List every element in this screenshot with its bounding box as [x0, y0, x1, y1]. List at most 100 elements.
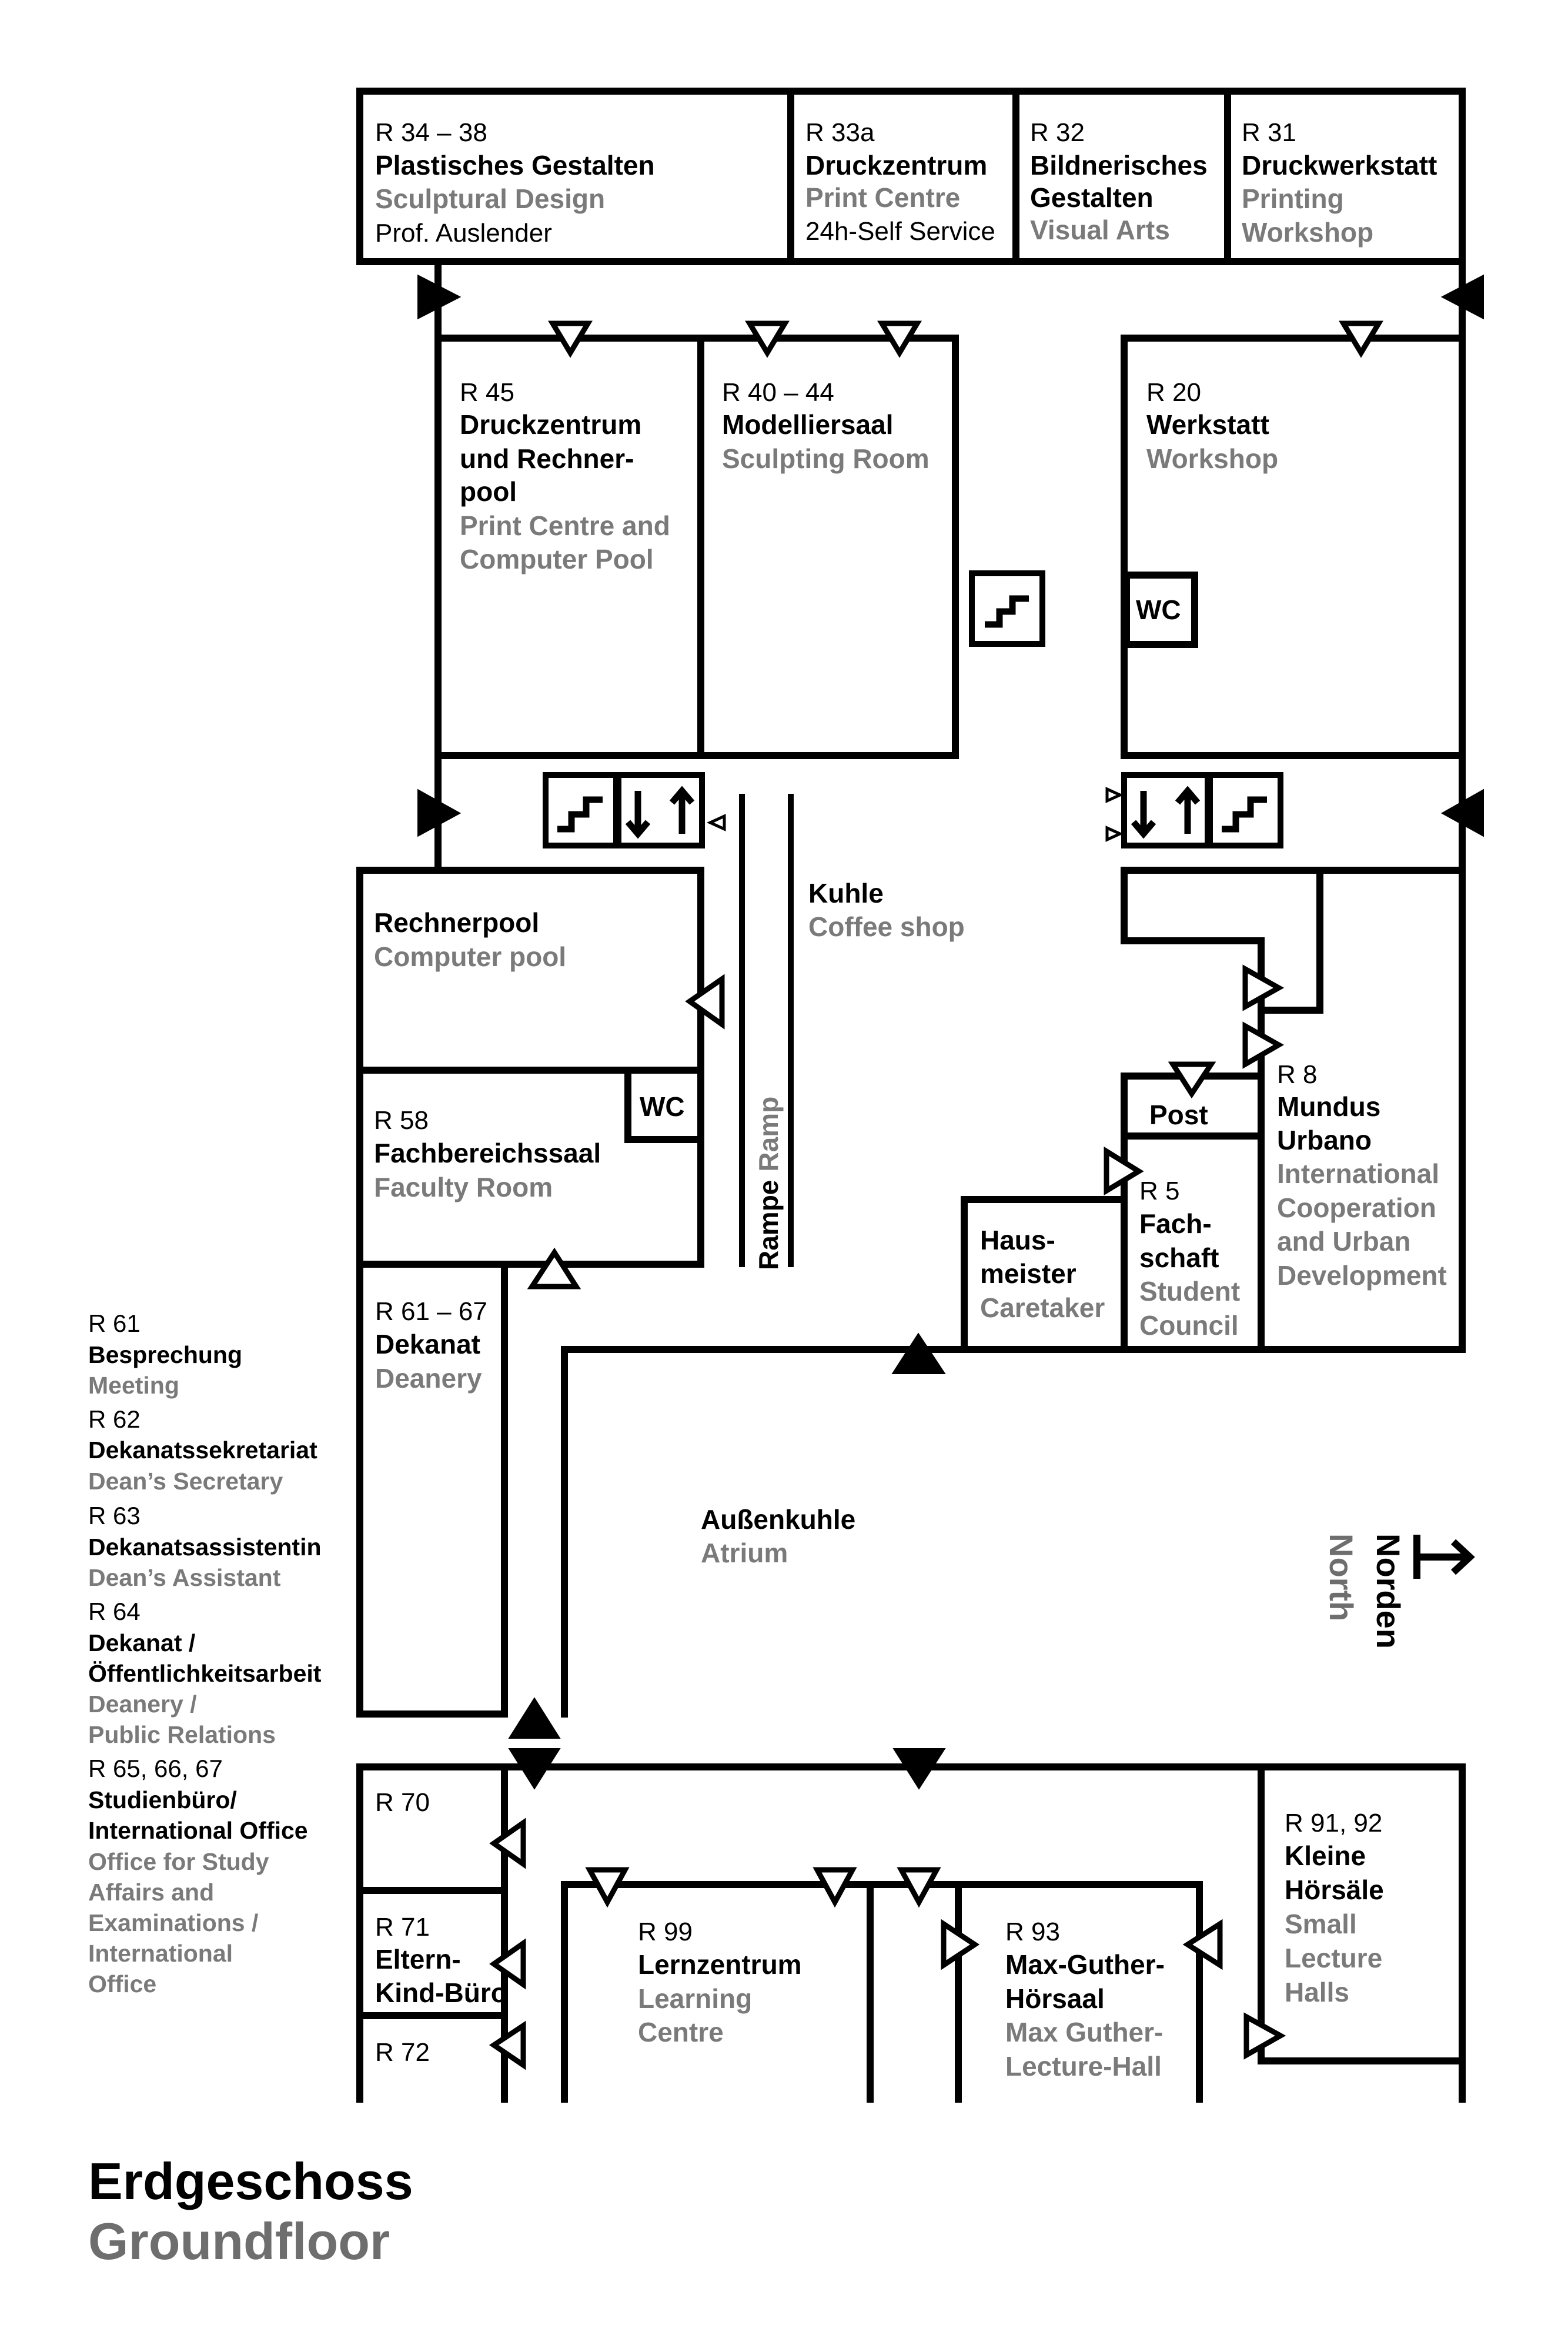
room-r93: R 93 Max-Guther- Hörsaal Max Guther- Lec… — [1005, 1917, 1165, 2082]
room-number: R 61 – 67 — [375, 1297, 487, 1326]
room-number: R 32 — [1030, 118, 1085, 147]
room-name-en: Computer pool — [374, 941, 566, 972]
list-room-number: R 64 — [88, 1598, 141, 1625]
stairs-icon — [543, 772, 619, 848]
room-number: R 58 — [374, 1106, 429, 1135]
room-name-de: Druckzentrum — [805, 150, 987, 181]
room-name-de: Fachbereichssaal — [374, 1138, 601, 1168]
room-number: R 31 — [1242, 118, 1296, 147]
room-name-de: Druckwerkstatt — [1242, 150, 1437, 181]
room-name-en: Council — [1139, 1310, 1239, 1341]
room-name-en: Max Guther- — [1005, 2017, 1163, 2047]
deanery-room-list: R 61 Besprechung Meeting R 62 Dekanatsse… — [88, 1309, 322, 1997]
post-label: Post — [1149, 1100, 1208, 1130]
room-r8: R 8 Mundus Urbano International Cooperat… — [1277, 1060, 1447, 1291]
ramp-de: Rampe — [753, 1180, 784, 1270]
door-icon — [685, 974, 725, 1030]
compass-label-de: Norden — [1370, 1534, 1407, 1649]
room-r72-number: R 72 — [375, 2038, 430, 2067]
room-rechnerpool: Rechnerpool Computer pool — [374, 907, 566, 972]
door-icon — [585, 1867, 630, 1908]
list-room-name-de: Studienbüro/ — [88, 1786, 237, 1813]
room-name-de: Urbano — [1277, 1125, 1372, 1155]
room-name-de: Dekanat — [375, 1329, 480, 1359]
room-name-en: Lecture-Hall — [1005, 2051, 1162, 2082]
area-name-en: Coffee shop — [808, 911, 965, 942]
door-icon — [877, 320, 922, 358]
stairs-icon — [1207, 772, 1283, 848]
floor-title-en: Groundfloor — [88, 2212, 390, 2270]
entrance-arrow-icon — [508, 1697, 561, 1739]
room-r20: R 20 Werkstatt Workshop — [1146, 378, 1278, 474]
room-note: 24h-Self Service — [805, 217, 995, 246]
door-icon — [1105, 787, 1124, 803]
north-compass: Norden North — [1323, 1534, 1475, 1649]
door-icon — [1243, 2012, 1286, 2060]
list-room-number: R 63 — [88, 1502, 141, 1529]
room-name-de: Hörsäle — [1285, 1875, 1384, 1905]
room-name-de: pool — [460, 476, 517, 507]
elevator-icon — [1121, 772, 1211, 848]
room-number: R 99 — [638, 1917, 693, 1946]
kuhle: Kuhle Coffee shop — [808, 878, 965, 942]
entrance-arrow-icon — [892, 1748, 946, 1790]
room-hausmeister: Haus- meister Caretaker — [980, 1225, 1105, 1323]
list-room-number: R 65, 66, 67 — [88, 1755, 223, 1782]
list-room-name-de: Dekanat / — [88, 1629, 195, 1656]
svg-text:RampeRamp: Rampe Ramp — [753, 1097, 784, 1270]
wc-label: WC — [640, 1091, 685, 1122]
room-name-en: International — [1277, 1158, 1439, 1189]
room-name-en: Sculpting Room — [722, 443, 930, 474]
door-icon — [706, 814, 726, 831]
room-name-en: Small — [1285, 1909, 1357, 1939]
door-icon — [489, 2020, 526, 2070]
room-name-en: Faculty Room — [374, 1172, 553, 1202]
room-r33a: R 33a Druckzentrum Print Centre 24h-Self… — [805, 118, 995, 246]
room-r32: R 32 Bildnerisches Gestalten Visual Arts — [1030, 118, 1208, 245]
room-r91: R 91, 92 Kleine Hörsäle Small Lecture Ha… — [1285, 1809, 1384, 2007]
room-name-en: Workshop — [1146, 443, 1278, 474]
room-number: R 45 — [460, 378, 514, 407]
room-name-en: Halls — [1285, 1977, 1349, 2007]
room-r70-number: R 70 — [375, 1788, 430, 1817]
room-name-de: Druckzentrum — [460, 409, 641, 440]
room-name-en: Caretaker — [980, 1292, 1105, 1323]
room-name-de: Hörsaal — [1005, 1983, 1105, 2014]
area-name-de: Kuhle — [808, 878, 884, 908]
room-name-de: Mundus — [1277, 1091, 1380, 1122]
room-name-de: Kleine — [1285, 1840, 1366, 1871]
room-name-de: Gestalten — [1030, 182, 1154, 213]
wc-r58-box — [624, 1067, 704, 1143]
room-name-de: Modelliersaal — [722, 409, 893, 440]
room-name-de: und Rechner- — [460, 443, 634, 474]
ramp-en: Ramp — [753, 1097, 784, 1172]
list-room-name-en: International — [88, 1940, 233, 1967]
list-room-name-en: Meeting — [88, 1372, 179, 1399]
ramp-label: Rampe Ramp — [753, 1097, 784, 1270]
list-room-number: R 62 — [88, 1405, 141, 1433]
door-icon — [941, 1919, 980, 1970]
door-icon — [813, 1867, 857, 1908]
list-room-name-de: Dekanatsassistentin — [88, 1534, 322, 1561]
list-room-name-de: Dekanatssekretariat — [88, 1436, 317, 1464]
room-name-de: Rechnerpool — [374, 907, 539, 938]
room-name-en: Workshop — [1242, 217, 1373, 248]
r45-r40-block — [434, 335, 959, 759]
room-number: R 8 — [1277, 1060, 1317, 1089]
floor-title-de: Erdgeschoss — [88, 2152, 413, 2210]
list-room-name-de: Öffentlichkeitsarbeit — [88, 1660, 322, 1687]
list-room-name-en: Dean’s Assistant — [88, 1564, 281, 1591]
room-name-de: Plastisches Gestalten — [375, 150, 655, 181]
list-room-name-en: Examinations / — [88, 1909, 258, 1936]
room-note: Prof. Auslender — [375, 219, 552, 248]
entrance-arrow-icon — [1440, 789, 1484, 837]
room-number: R 91, 92 — [1285, 1809, 1382, 1838]
area-name-en: Atrium — [701, 1538, 788, 1568]
list-room-name-de: Besprechung — [88, 1341, 242, 1368]
door-icon — [1242, 964, 1285, 1011]
door-icon — [1339, 320, 1383, 358]
door-icon — [1104, 1146, 1144, 1195]
room-name-en: Deanery — [375, 1363, 482, 1394]
room-r31: R 31 Druckwerkstatt Printing Workshop — [1242, 118, 1437, 248]
